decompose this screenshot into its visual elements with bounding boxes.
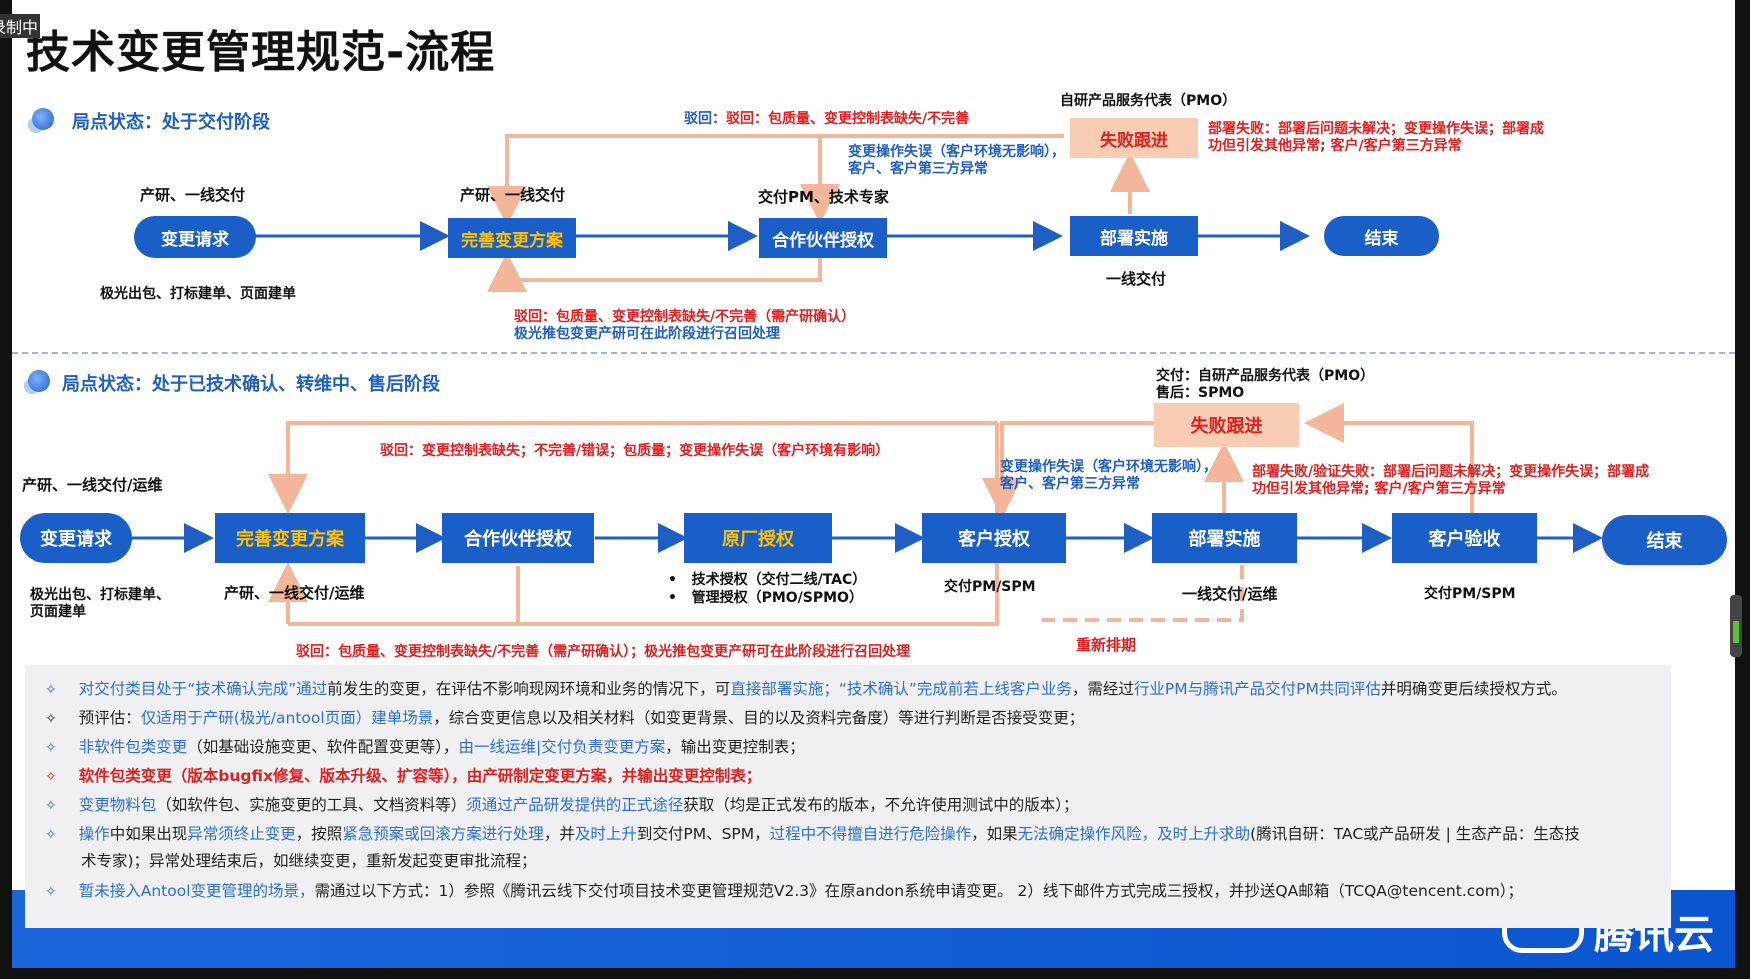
s2-reject-top: 驳回：变更控制表缺失；不完善/错误；包质量；变更操作失误（客户环境有影响） [380, 443, 890, 459]
s1-op-error-2: 客户、客户第三方异常 [848, 161, 988, 177]
fail-to-customer-s2 [982, 421, 1165, 518]
s1-node-end[interactable]: 结束 [1324, 216, 1439, 256]
s2-deploy-fail-note: 部署失败/验证失败：部署后问题未解决；变更操作失误；部署成功但引发其他异常; 客… [1252, 464, 1649, 498]
s2-accept-bottom-label: 交付PM/SPM [1424, 586, 1516, 602]
s1-start-bottom-label: 极光出包、打标建单、页面建单 [100, 286, 296, 302]
s2-start-bottom-1: 极光出包、打标建单、 [30, 587, 170, 603]
s2-op-error-1: 变更操作失误（客户环境无影响）， [1000, 459, 1217, 475]
s2-vendor-tech-auth: 技术授权（交付二线/TAC） [691, 572, 867, 588]
s1-node-deploy[interactable]: 部署实施 [1070, 216, 1198, 256]
notes-panel: ✧对交付类目处于“技术确认完成”通过前发生的变更，在评估不影响现网环境和业务的情… [25, 665, 1671, 928]
s2-op-error-2: 客户、客户第三方异常 [1000, 476, 1140, 492]
s1-fail-top-label: 自研产品服务代表（PMO） [1060, 93, 1237, 109]
note-2: ✧预评估：仅适用于产研(极光/antool页面）建单场景，综合变更信息以及相关材… [45, 709, 1085, 727]
note-5: ✧变更物料包（如软件包、实施变更的工具、文档资料等）须通过产品研发提供的正式途径… [45, 796, 1079, 814]
note-4: ✧软件包类变更（版本bugfix修复、版本升级、扩容等），由产研制定变更方案，并… [45, 767, 762, 785]
side-scrollbar[interactable] [1730, 595, 1742, 657]
s2-start-bottom-label: 极光出包、打标建单、页面建单 [30, 587, 170, 621]
list-item: • 管理授权（PMO/SPMO） [668, 590, 863, 606]
s2-fail-top-2: 售后：SPMO [1156, 385, 1245, 401]
section-divider [12, 352, 1735, 354]
note-7: ✧暂未接入Antool变更管理的场景，需通过以下方式：1）参照《腾讯云线下交付项… [45, 882, 1524, 900]
s2-vendor-auth-list: • 技术授权（交付二线/TAC） • 管理授权（PMO/SPMO） [668, 571, 866, 607]
section2-header: 局点状态：处于已技术确认、转维中、售后阶段 [62, 374, 440, 395]
reject-loop-top-s2 [268, 421, 997, 514]
s1-op-error-1: 变更操作失误（客户环境无影响）， [848, 144, 1065, 160]
s1-deploy-fail-note: 部署失败：部署后问题未解决；变更操作失误；部署成功但引发其他异常; 客户/客户第… [1208, 121, 1544, 155]
note-1: ✧对交付类目处于“技术确认完成”通过前发生的变更，在评估不影响现网环境和业务的情… [45, 680, 1567, 698]
section-bullet-icon [32, 108, 54, 130]
note-6: ✧操作中如果出现异常须终止变更，按照紧急预案或回滚方案进行处理，并及时上升到交付… [45, 825, 1580, 843]
s2-node-customer-auth[interactable]: 客户授权 [922, 513, 1066, 563]
s2-node-refine-plan[interactable]: 完善变更方案 [215, 513, 365, 563]
s1-auth-top-label: 交付PM、技术专家 [758, 188, 889, 206]
s1-node-partner-auth[interactable]: 合作伙伴授权 [759, 218, 887, 258]
s2-vendor-mgmt-auth: 管理授权（PMO/SPMO） [691, 590, 863, 606]
s1-node-refine-plan[interactable]: 完善变更方案 [448, 218, 576, 258]
s1-reject-bottom-1: 驳回：包质量、变更控制表缺失/不完善（需产研确认） [514, 309, 856, 325]
s2-node-change-request[interactable]: 变更请求 [20, 513, 132, 563]
s2-reschedule-label: 重新排期 [1076, 636, 1137, 654]
s2-node-partner-auth[interactable]: 合作伙伴授权 [442, 513, 594, 563]
s2-node-customer-accept[interactable]: 客户验收 [1392, 513, 1537, 563]
s2-start-bottom-2: 页面建单 [30, 604, 86, 620]
list-item: • 技术授权（交付二线/TAC） [668, 572, 867, 588]
s2-deploy-bottom-label: 一线交付/运维 [1182, 585, 1278, 603]
reject-loop-bottom-s2 [516, 513, 999, 626]
reschedule-loop [1042, 565, 1244, 622]
slide: 技术变更管理规范-流程 [12, 0, 1735, 968]
s1-reject-top-text: 驳回：包质量、变更控制表缺失/不完善 [726, 111, 970, 127]
s2-op-error-note: 变更操作失误（客户环境无影响），客户、客户第三方异常 [1000, 459, 1217, 493]
s1-start-top-label: 产研、一线交付 [140, 186, 246, 204]
s1-deploy-fail-2: 功但引发其他异常; 客户/客户第三方异常 [1208, 138, 1462, 154]
s1-op-error-note: 变更操作失误（客户环境无影响），客户、客户第三方异常 [848, 144, 1065, 178]
s2-fail-top-1: 交付：自研产品服务代表（PMO） [1156, 368, 1375, 384]
recording-indicator: 录制中 [0, 14, 41, 38]
s2-node-end[interactable]: 结束 [1602, 515, 1727, 565]
s2-customer-bottom-label: 交付PM/SPM [944, 579, 1036, 595]
s2-plan-bottom-label: 产研、一线交付/运维 [224, 584, 365, 602]
s2-node-vendor-auth[interactable]: 原厂授权 [684, 513, 832, 563]
section-bullet-icon [28, 370, 50, 392]
note-6-cont: 术专家)；异常处理结束后，如继续变更，重新发起变更审批流程； [81, 852, 537, 870]
page-title: 技术变更管理规范-流程 [26, 27, 496, 78]
s2-deploy-fail-1: 部署失败/验证失败：部署后问题未解决；变更操作失误；部署成 [1252, 464, 1650, 480]
s2-deploy-fail-2: 功但引发其他异常; 客户/客户第三方异常 [1252, 481, 1506, 497]
s1-node-fail-followup[interactable]: 失败跟进 [1070, 118, 1198, 158]
reject-loop-bottom-s1 [487, 252, 822, 292]
s1-reject-bottom-2: 极光推包变更产研可在此阶段进行召回处理 [514, 326, 780, 342]
s1-reject-top: 驳回：驳回：包质量、变更控制表缺失/不完善 [684, 111, 970, 127]
accept-to-fail-s2 [1304, 403, 1474, 513]
s2-node-fail-followup[interactable]: 失败跟进 [1154, 403, 1299, 447]
s1-plan-top-label: 产研、一线交付 [460, 186, 566, 204]
s2-reject-bottom: 驳回：包质量、变更控制表缺失/不完善（需产研确认）；极光推包变更产研可在此阶段进… [296, 644, 911, 660]
s1-node-change-request[interactable]: 变更请求 [134, 216, 256, 258]
s2-fail-top-label: 交付：自研产品服务代表（PMO）售后：SPMO [1156, 368, 1374, 402]
note-3: ✧非软件包类变更（如基础设施变更、软件配置变更等），由一线运维|交付负责变更方案… [45, 738, 805, 756]
section1-header: 局点状态：处于交付阶段 [72, 112, 270, 133]
s2-start-top-label: 产研、一线交付/运维 [22, 476, 163, 494]
fail-to-auth-s1 [800, 134, 1064, 224]
s1-reject-bottom-note: 驳回：包质量、变更控制表缺失/不完善（需产研确认） 极光推包变更产研可在此阶段进… [514, 308, 855, 343]
s1-deploy-bottom-label: 一线交付 [1106, 270, 1167, 288]
s1-deploy-fail-1: 部署失败：部署后问题未解决；变更操作失误；部署成 [1208, 121, 1544, 137]
s2-node-deploy[interactable]: 部署实施 [1152, 513, 1297, 563]
